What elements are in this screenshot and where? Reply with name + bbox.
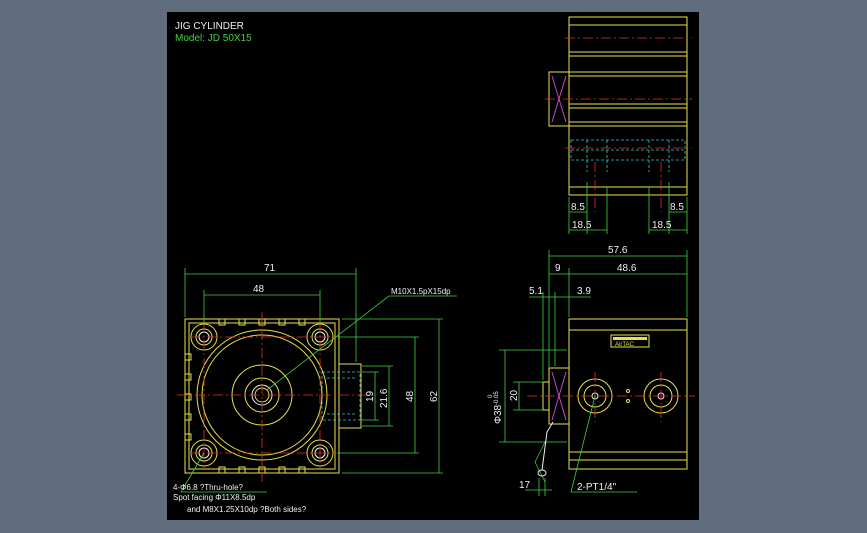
- dim-48-vertical: 48: [405, 390, 416, 402]
- dim-5-1: 5.1: [529, 286, 543, 297]
- dim-18-5-right: 18.5: [652, 220, 672, 231]
- front-dimensions: 71 48 19 21.6 48 62 M10X1.5pX15dp 4-Φ6.8…: [173, 263, 457, 514]
- front-port-block: [338, 363, 362, 429]
- top-dimensions: 8.5 8.5 18.5 18.5: [568, 182, 688, 234]
- drawing-model: Model: JD 50X15: [175, 33, 252, 44]
- dim-rod-diameter: Φ38: [493, 404, 504, 424]
- dim-bolt-spacing-48: 48: [253, 284, 265, 295]
- dim-8-5-right: 8.5: [670, 202, 684, 213]
- side-nameplate-text: AirTAC: [615, 342, 635, 348]
- side-view: AirTAC: [527, 318, 695, 470]
- dim-17: 17: [519, 480, 531, 491]
- dim-3-9: 3.9: [577, 286, 591, 297]
- side-dimensions: 57.6 9 48.6 5.1 3.9 20 Φ38 0 -0.05 17: [488, 245, 688, 496]
- side-nameplate: [610, 334, 650, 348]
- dim-rod-tol-upper: 0: [488, 394, 494, 398]
- top-body-outline: [568, 16, 688, 196]
- dim-rod-tol-lower: -0.05: [494, 391, 500, 405]
- dim-width-71: 71: [264, 263, 276, 274]
- dim-19: 19: [365, 390, 376, 402]
- hole-note-3: and M8X1.25X10dp ?Both sides?: [187, 505, 307, 514]
- dim-48-6: 48.6: [617, 263, 637, 274]
- drawing-title: JIG CYLINDER: [175, 21, 244, 32]
- cad-drawing: JIG CYLINDER Model: JD 50X15: [173, 16, 695, 514]
- dim-21-6: 21.6: [379, 388, 390, 408]
- hole-note-2: Spot facing Φ11X8.5dp: [173, 493, 256, 502]
- dim-8-5-left: 8.5: [571, 202, 585, 213]
- dim-62: 62: [429, 390, 440, 402]
- rod-thread-note: M10X1.5pX15dp: [391, 287, 451, 296]
- dim-57-6: 57.6: [608, 245, 628, 256]
- cad-drawing-canvas: JIG CYLINDER Model: JD 50X15: [167, 12, 699, 520]
- top-view: [545, 16, 692, 212]
- port-note: 2-PT1/4": [577, 482, 617, 493]
- dim-9: 9: [555, 263, 561, 274]
- hole-note-1: 4-Φ6.8 ?Thru-hole?: [173, 483, 244, 492]
- dim-18-5-left: 18.5: [572, 220, 592, 231]
- dim-20: 20: [509, 389, 520, 401]
- front-view: [177, 312, 367, 482]
- front-port-hidden: [321, 371, 361, 421]
